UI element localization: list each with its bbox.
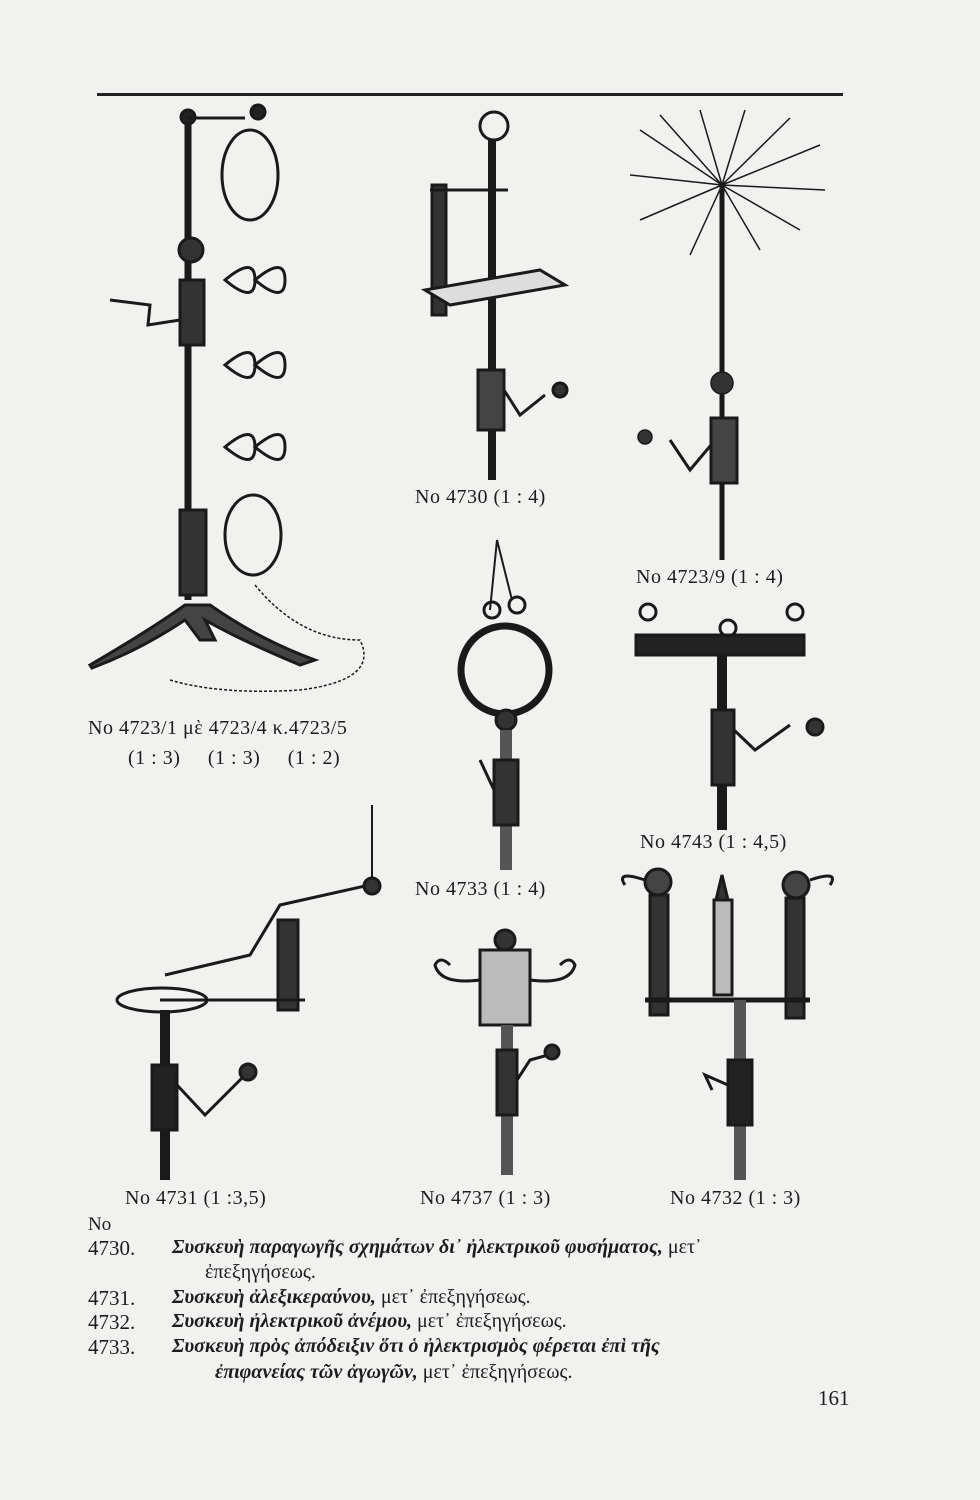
caption-4723-line2: (1 : 3) (1 : 3) (1 : 2) bbox=[128, 747, 341, 769]
entry-rest: μετ᾽ bbox=[662, 1236, 702, 1258]
header-rule bbox=[97, 93, 843, 96]
entry-4730: Συσκευὴ παραγωγῆς σχημάτων δι᾽ ἠλεκτρικο… bbox=[172, 1236, 702, 1259]
illustration-4732 bbox=[621, 867, 834, 1180]
entry-number: 4731. bbox=[88, 1286, 136, 1310]
entry-4731: Συσκευὴ ἀλεξικεραύνου, μετ᾽ ἐπεξηγήσεως. bbox=[172, 1286, 531, 1309]
caption-4743: No 4743 (1 : 4,5) bbox=[640, 831, 787, 853]
caption-4723-line1: No 4723/1 μὲ 4723/4 κ.4723/5 bbox=[88, 717, 348, 739]
illustration-4723-stand bbox=[87, 103, 365, 692]
illustration-4723-9 bbox=[629, 109, 826, 560]
illustration-4733 bbox=[457, 539, 553, 870]
caption-4723-9: No 4723/9 (1 : 4) bbox=[636, 566, 784, 588]
entry-number: 4732. bbox=[88, 1310, 136, 1334]
entry-rest: μετ᾽ ἐπεξηγήσεως. bbox=[412, 1310, 567, 1332]
caption-4732: No 4732 (1 : 3) bbox=[670, 1187, 801, 1209]
illustration-4743 bbox=[634, 602, 825, 830]
entry-title: Συσκευὴ παραγωγῆς σχημάτων δι᾽ ἠλεκτρικο… bbox=[172, 1236, 663, 1258]
entry-title: Συσκευὴ πρὸς ἀπόδειξιν ὅτι ὁ ἠλεκτρισμὸς… bbox=[172, 1335, 660, 1357]
entry-number: 4730. bbox=[88, 1236, 136, 1260]
caption-4731: No 4731 (1 :3,5) bbox=[125, 1187, 267, 1209]
illustration-4737 bbox=[433, 928, 577, 1175]
entry-4732: Συσκευὴ ἠλεκτρικοῦ ἀνέμου, μετ᾽ ἐπεξηγήσ… bbox=[172, 1310, 567, 1333]
caption-4733: No 4733 (1 : 4) bbox=[415, 878, 546, 900]
entry-continuation: ἐπεξηγήσεως. bbox=[205, 1261, 316, 1283]
entry-continuation: ἐπιφανείας τῶν ἀγωγῶν, μετ᾽ ἐπεξηγήσεως. bbox=[215, 1361, 572, 1384]
illustration-4730 bbox=[420, 110, 570, 480]
page-number: 161 bbox=[818, 1386, 850, 1410]
entry-number: 4733. bbox=[88, 1335, 136, 1359]
entry-title: Συσκευὴ ἠλεκτρικοῦ ἀνέμου, bbox=[172, 1310, 412, 1332]
illustration-4731 bbox=[115, 805, 382, 1180]
caption-4730: No 4730 (1 : 4) bbox=[415, 486, 546, 508]
entry-rest: μετ᾽ ἐπεξηγήσεως. bbox=[417, 1361, 573, 1383]
list-header: No bbox=[88, 1214, 112, 1235]
entry-rest: μετ᾽ ἐπεξηγήσεως. bbox=[375, 1286, 531, 1308]
entry-4733: Συσκευὴ πρὸς ἀπόδειξιν ὅτι ὁ ἠλεκτρισμὸς… bbox=[172, 1335, 660, 1358]
entry-title: Συσκευὴ ἀλεξικεραύνου, bbox=[172, 1286, 376, 1308]
caption-4737: No 4737 (1 : 3) bbox=[420, 1187, 551, 1209]
entry-title-cont: ἐπιφανείας τῶν ἀγωγῶν, bbox=[215, 1361, 418, 1383]
